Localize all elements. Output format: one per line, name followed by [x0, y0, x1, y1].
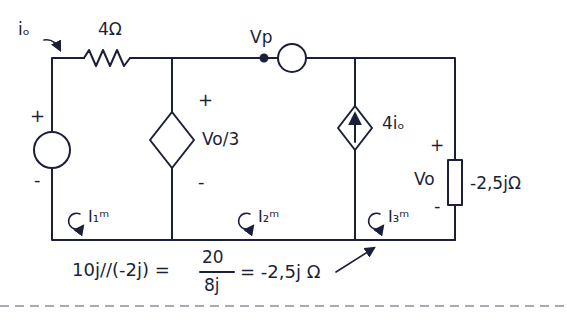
circuit-label: = -2,5j Ω [240, 262, 320, 283]
fraction-bar [200, 271, 234, 273]
wire [354, 58, 356, 106]
circuit-label: iₒ [18, 20, 30, 40]
circuit-label: Vo [414, 170, 435, 190]
wire [306, 58, 455, 160]
pointer-arrow [336, 248, 374, 272]
wire [52, 168, 455, 240]
voltage-source-symbol [34, 132, 70, 168]
circuit-label: - [198, 172, 205, 193]
wire [52, 58, 84, 132]
current-arrow [44, 40, 60, 50]
wire [354, 150, 356, 240]
circuit-label: -2,5jΩ [470, 174, 521, 194]
mesh-arrow [369, 213, 383, 229]
wire [454, 205, 456, 240]
dependent-source-diamond [150, 112, 194, 168]
circuit-label: 4Ω [98, 20, 122, 40]
source-arrow [354, 114, 356, 142]
circuit-label: 4iₒ [382, 114, 405, 134]
circuit-label: Vo/3 [202, 130, 239, 150]
circuit-label: - [34, 170, 41, 191]
mesh-arrow [239, 213, 253, 229]
circuit-label: I₁ᵐ [88, 208, 109, 226]
circuit-label: - [434, 196, 441, 217]
dashed-separator [0, 305, 567, 307]
circuit-label: 8j [204, 276, 220, 296]
circuit-label: 20 [202, 248, 224, 268]
node-dot [261, 55, 268, 62]
circuit-label: I₃ᵐ [388, 208, 409, 226]
mesh-arrow [69, 213, 83, 229]
voltage-source-symbol [278, 44, 306, 72]
wire [171, 168, 173, 240]
circuit-label: 10j//(-2j) = [72, 260, 170, 281]
circuit-label: + [430, 136, 444, 156]
wire [171, 58, 173, 112]
current-source-diamond [338, 106, 372, 150]
wire [130, 57, 278, 59]
impedance-symbol [448, 160, 462, 205]
circuit-label: + [30, 106, 45, 127]
resistor-symbol [84, 50, 130, 66]
circuit-label: + [198, 90, 213, 111]
circuit-label: Vp [250, 28, 272, 48]
circuit-label: I₂ᵐ [258, 208, 279, 226]
